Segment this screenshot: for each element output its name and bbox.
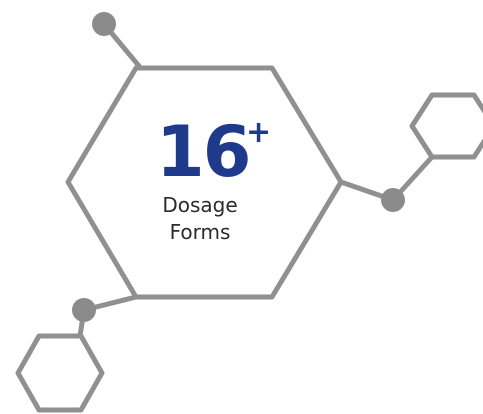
stat-suffix: + <box>246 115 272 150</box>
node-dot-icon-left <box>72 298 96 322</box>
stat-block: 16 + Dosage Forms <box>100 112 300 246</box>
stat-caption-line-2: Forms <box>169 220 231 244</box>
stat-line: 16 + <box>100 112 300 192</box>
node-dot-icon-top <box>92 12 116 36</box>
small-hexagon-icon-bottom-left <box>15 333 105 413</box>
stat-caption-line-1: Dosage <box>162 193 238 217</box>
main-hexagon-icon <box>65 65 344 300</box>
stat-number: 16 <box>156 111 251 193</box>
small-hexagon-icon-top-right <box>409 92 483 160</box>
node-dot-icon-right <box>381 188 405 212</box>
stat-caption: Dosage Forms <box>100 192 300 246</box>
